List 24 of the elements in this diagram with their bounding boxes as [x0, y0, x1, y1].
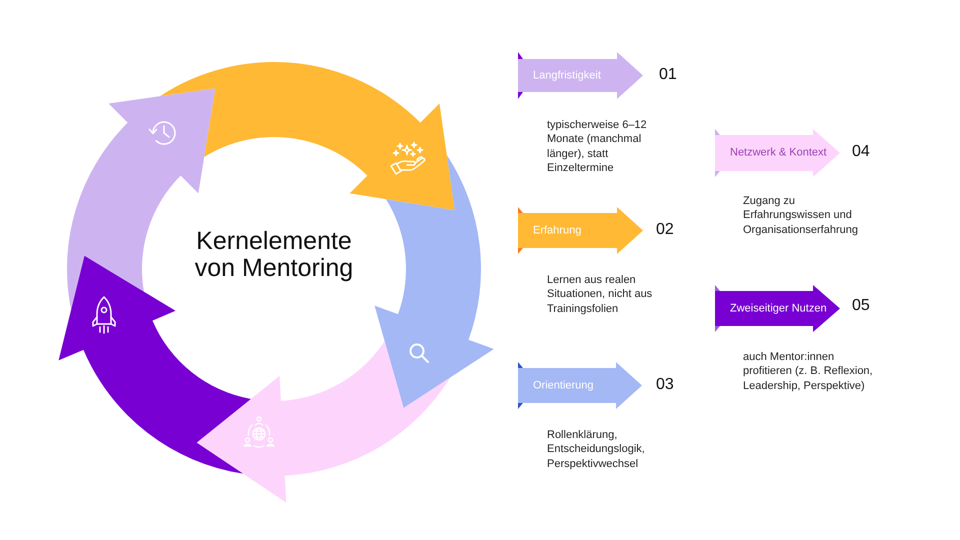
banner-label: Erfahrung: [533, 224, 582, 237]
diagram-title: Kernelemente von Mentoring: [194, 228, 354, 282]
description-text: Lernen aus realen Situationen, nicht aus Trainingsfolien: [547, 273, 654, 316]
arrow-banner: [715, 285, 840, 332]
ring-segment: [160, 62, 455, 210]
arrow-banner: [715, 129, 840, 177]
step-number: 01: [659, 66, 677, 84]
step-number: 02: [656, 221, 674, 239]
ring-segment: [196, 341, 450, 503]
description-text: auch Mentor:innen profitieren (z. B. Reflexion, Leadership, Perspektive): [743, 350, 874, 394]
arrow-banner: [518, 52, 643, 99]
step-number: 03: [656, 376, 674, 394]
arrow-banner: [518, 362, 642, 409]
step-number: 04: [852, 143, 870, 161]
description-text: Zugang zu Erfahrungswissen und Organisationserfahrung: [743, 194, 859, 238]
banner-label: Netzwerk & Kontext: [730, 146, 827, 160]
ring-segment: [374, 155, 494, 408]
banner-label: Langfristigkeit: [533, 69, 601, 82]
description-text: typischerweise 6–12 Monate (manchmal länger), statt Einzeltermine: [547, 118, 648, 176]
step-number: 05: [852, 297, 870, 315]
banner-label: Orientierung: [533, 379, 594, 392]
arrow-banner: [518, 207, 643, 254]
banner-label: Zweiseitiger Nutzen: [730, 302, 827, 315]
description-text: Rollenklärung, Entscheidungslogik, Perspektivwechsel: [547, 428, 646, 472]
